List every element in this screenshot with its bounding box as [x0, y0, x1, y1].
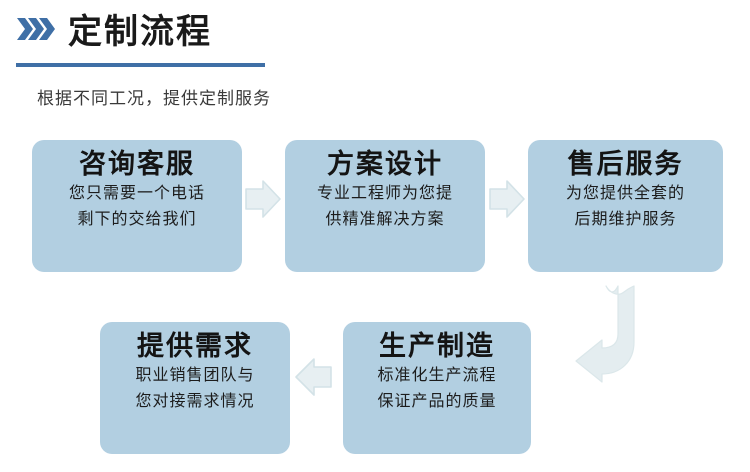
- flow-step-desc-line1: 专业工程师为您提: [316, 183, 453, 203]
- flow-step-card-4[interactable]: 提供需求 职业销售团队与 您对接需求情况: [100, 322, 290, 454]
- flow-step-desc-line2: 保证产品的质量: [377, 391, 497, 411]
- arrow-right-icon-2: [487, 178, 527, 225]
- flow-step-title: 方案设计: [327, 149, 443, 180]
- arrow-left-icon-1: [292, 355, 334, 404]
- title-underline-divider: [16, 63, 265, 67]
- arrow-right-icon-1: [243, 178, 283, 225]
- flow-step-card-2[interactable]: 方案设计 专业工程师为您提 供精准解决方案: [285, 140, 485, 272]
- flow-step-card-1[interactable]: 咨询客服 您只需要一个电话 剩下的交给我们: [32, 140, 242, 272]
- flow-step-desc-line1: 您只需要一个电话: [68, 183, 205, 203]
- flow-step-title: 提供需求: [137, 331, 253, 362]
- flow-step-title: 咨询客服: [79, 149, 195, 180]
- arrow-u-turn-icon: [552, 280, 662, 405]
- flow-step-desc-line2: 后期维护服务: [574, 209, 677, 229]
- flow-step-desc-line1: 标准化生产流程: [377, 365, 497, 385]
- flow-step-card-3[interactable]: 售后服务 为您提供全套的 后期维护服务: [528, 140, 723, 272]
- flow-step-title: 售后服务: [567, 149, 684, 180]
- header-title-row: 定制流程: [16, 14, 212, 49]
- flow-step-desc-line1: 职业销售团队与: [135, 365, 255, 385]
- flow-step-card-5[interactable]: 生产制造 标准化生产流程 保证产品的质量: [343, 322, 531, 454]
- flow-step-desc-line1: 为您提供全套的: [565, 183, 685, 203]
- triple-chevron-right-icon: [16, 14, 56, 49]
- flow-step-title: 生产制造: [379, 331, 495, 362]
- flow-step-desc-line2: 剩下的交给我们: [77, 209, 197, 229]
- page-title: 定制流程: [68, 11, 212, 52]
- flow-step-desc-line2: 供精准解决方案: [325, 209, 445, 229]
- flow-step-desc-line2: 您对接需求情况: [135, 391, 255, 411]
- page-subtitle: 根据不同工况，提供定制服务: [37, 89, 271, 109]
